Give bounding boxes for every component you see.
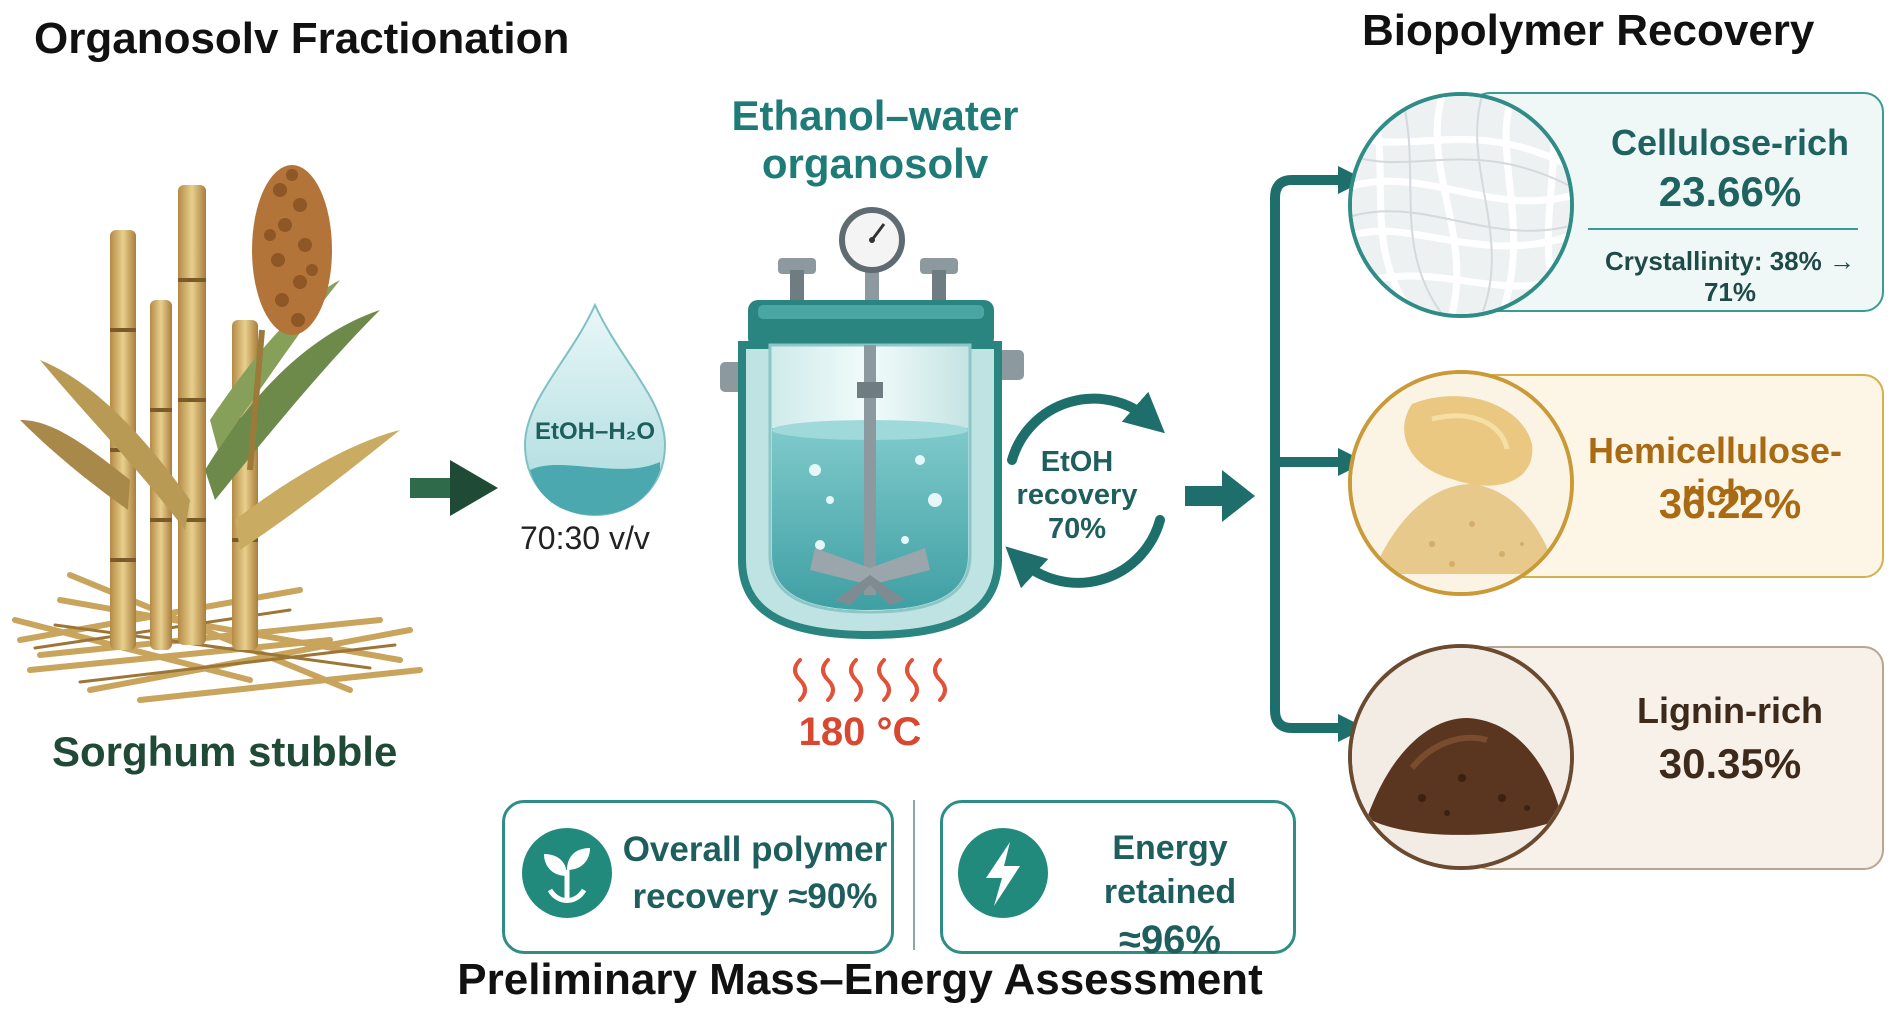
metrics-divider	[913, 800, 915, 950]
product-arrow	[1185, 470, 1255, 522]
reactor-title-line1: Ethanol–water	[731, 92, 1019, 139]
lightning-icon	[958, 828, 1048, 918]
cellulose-value: 23.66%	[1658, 168, 1802, 215]
cellulose-crystallinity: Crystallinity: 38% → 71%	[1605, 246, 1855, 307]
lignin-value: 30.35%	[1658, 740, 1802, 787]
hemicellulose-name: Hemicellulose-rich	[1587, 430, 1843, 513]
leaf-icon	[522, 828, 612, 918]
lignin-powder-image	[1348, 644, 1574, 870]
lignin-name: Lignin-rich	[1637, 690, 1823, 731]
temperature-label: 180 °C	[798, 710, 922, 754]
energy-line2: ≈96%	[1118, 918, 1221, 963]
reactor-title: Ethanol–water organosolv	[690, 92, 1060, 189]
polymer-recovery-text: Overall polymer recovery ≈90%	[620, 826, 890, 921]
solvent-droplet-icon	[523, 302, 667, 517]
etoh-recovery-label: EtOH recovery 70%	[1002, 446, 1152, 546]
solvent-ratio: 70:30 v/v	[520, 520, 650, 556]
hemicellulose-value: 36.22%	[1658, 480, 1802, 527]
reactor-vessel	[720, 207, 1024, 640]
page-title: Organosolv Fractionation	[34, 14, 570, 63]
feedstock-label: Sorghum stubble	[52, 728, 398, 775]
sorghum-stubble-illustration	[12, 165, 423, 703]
assessment-title: Preliminary Mass–Energy Assessment	[457, 955, 1263, 1004]
polymer-line2: recovery ≈90%	[632, 877, 878, 917]
cellulose-divider	[1588, 228, 1858, 230]
cellulose-name: Cellulose-rich	[1610, 122, 1850, 163]
hemicellulose-powder-image	[1348, 370, 1574, 596]
energy-line1: Energy retained	[1103, 829, 1237, 912]
etoh-line2: recovery	[1016, 479, 1138, 512]
heat-icon	[793, 658, 947, 702]
polymer-line1: Overall polymer	[622, 830, 888, 869]
feed-arrow	[410, 460, 498, 516]
etoh-line1: EtOH	[1040, 446, 1114, 478]
reactor-title-line2: organosolv	[761, 140, 989, 188]
cellulose-fiber-image	[1348, 92, 1574, 318]
solvent-formula: EtOH–H₂O	[534, 418, 655, 445]
etoh-line3: 70%	[1047, 512, 1107, 545]
energy-retained-text: Energy retained ≈96%	[1050, 826, 1290, 966]
biopolymer-recovery-title: Biopolymer Recovery	[1362, 6, 1815, 55]
fraction-branch	[1270, 166, 1366, 742]
recycle-loop-icon	[1005, 391, 1165, 589]
